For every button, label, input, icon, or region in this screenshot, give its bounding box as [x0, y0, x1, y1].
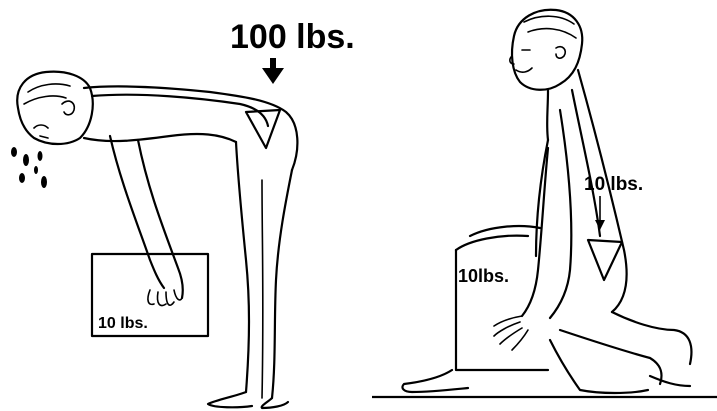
bent-over-lifter	[17, 72, 297, 408]
box-left: 10 lbs.	[92, 254, 208, 336]
sweat-drops	[11, 147, 47, 188]
box-right-label: 10lbs.	[458, 266, 509, 286]
light-load-label: 10 lbs.	[584, 174, 643, 195]
kneeling-lifter	[402, 10, 691, 393]
lower-back-pressure-marker-light	[588, 240, 622, 280]
box-left-label: 10 lbs.	[98, 315, 148, 332]
heavy-load-label: 100 lbs.	[230, 18, 355, 56]
box-right: 10lbs.	[456, 226, 548, 370]
force-arrow-down-icon	[262, 58, 284, 84]
